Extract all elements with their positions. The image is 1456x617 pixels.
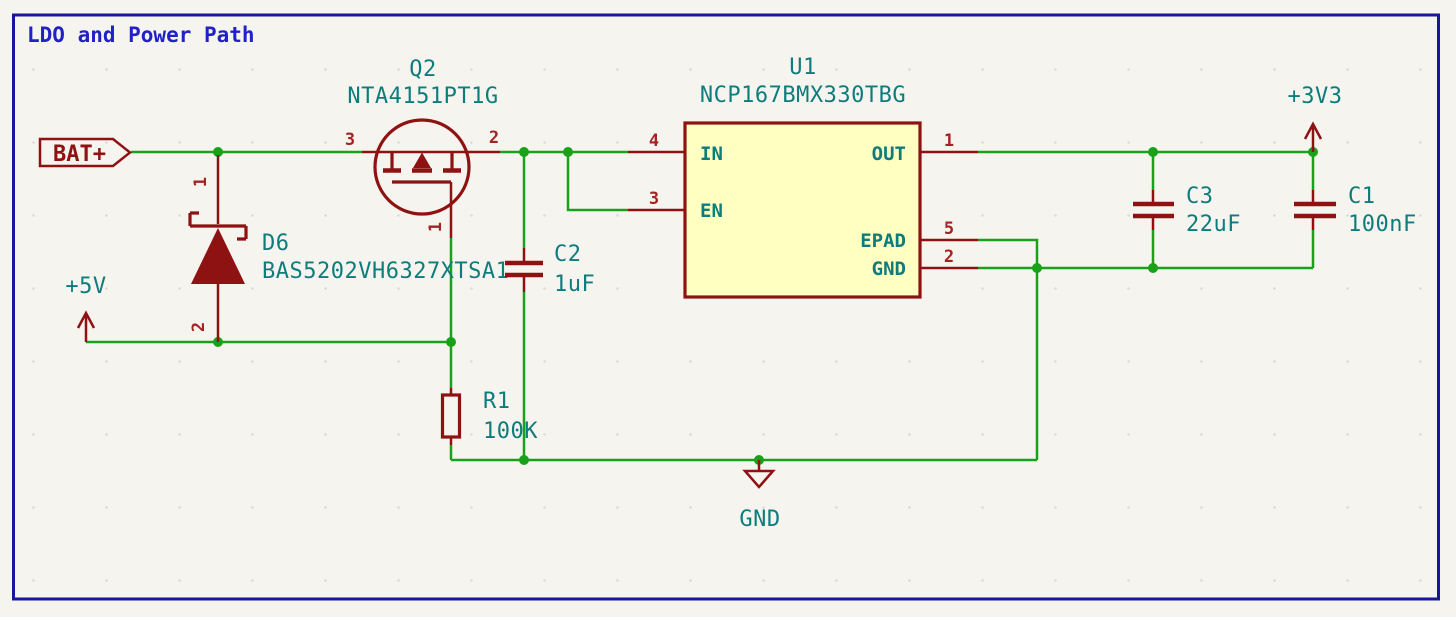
- component-c1[interactable]: C1 100nF: [1294, 184, 1417, 237]
- junction-dot: [563, 147, 573, 157]
- zener-cathode-bar: [188, 211, 248, 241]
- c1-value[interactable]: 100nF: [1348, 212, 1417, 237]
- d6-reference[interactable]: D6: [262, 231, 290, 256]
- component-d6[interactable]: 1 2 D6 BAS5202VH6327XTSA1: [188, 155, 509, 342]
- junctions: [213, 147, 1318, 465]
- power-5v-label: +5V: [65, 274, 106, 299]
- junction-dot: [519, 455, 529, 465]
- component-c2[interactable]: C2 1uF: [505, 242, 595, 297]
- d6-pin1-number: 1: [191, 177, 211, 187]
- u1-pin-gnd-name: GND: [872, 258, 906, 280]
- wire-epad-drop[interactable]: [978, 238, 1039, 460]
- junction-dot: [519, 147, 529, 157]
- q2-reference[interactable]: Q2: [409, 57, 437, 82]
- c2-value[interactable]: 1uF: [554, 272, 595, 297]
- power-symbol-3v3[interactable]: +3V3: [1288, 84, 1343, 152]
- r1-reference[interactable]: R1: [483, 389, 511, 414]
- component-c3[interactable]: C3 22uF: [1133, 184, 1241, 237]
- c3-value[interactable]: 22uF: [1186, 212, 1241, 237]
- r1-value[interactable]: 100K: [483, 419, 538, 444]
- c2-reference[interactable]: C2: [554, 242, 582, 267]
- q2-pin1-number: 1: [426, 222, 446, 232]
- wire-en-branch[interactable]: [566, 152, 628, 212]
- u1-pin-gnd-number: 2: [944, 247, 954, 267]
- junction-dot: [446, 337, 456, 347]
- r1-body: [440, 393, 462, 439]
- q2-pin3-number: 3: [345, 130, 355, 150]
- u1-pin-epad-name: EPAD: [860, 230, 906, 252]
- diode-triangle: [191, 228, 245, 284]
- gnd-label: GND: [739, 507, 780, 532]
- c1-reference[interactable]: C1: [1348, 184, 1376, 209]
- u1-pin-in-number: 4: [649, 131, 659, 151]
- u1-value[interactable]: NCP167BMX330TBG: [700, 83, 906, 108]
- d6-value[interactable]: BAS5202VH6327XTSA1: [262, 259, 509, 284]
- junction-dot: [1148, 263, 1158, 273]
- power-symbol-5v[interactable]: +5V: [65, 274, 106, 342]
- mosfet-body-diode-arrow: [413, 152, 431, 168]
- component-q2[interactable]: 3 2 1 Q2 NTA4151PT1G: [345, 57, 500, 238]
- power-symbol-gnd[interactable]: GND: [739, 460, 780, 532]
- q2-pin2-number: 2: [489, 128, 499, 148]
- component-r1[interactable]: R1 100K: [440, 388, 539, 445]
- hier-label-bat[interactable]: BAT+: [38, 137, 133, 168]
- component-u1[interactable]: 4 3 1 5 2 IN EN OUT EPAD GND U1 NCP167BM…: [628, 55, 978, 299]
- u1-reference[interactable]: U1: [789, 55, 817, 80]
- mosfet-body-circle: [373, 118, 471, 216]
- u1-pin-in-name: IN: [700, 143, 723, 165]
- sheet-title: LDO and Power Path: [27, 23, 255, 47]
- junction-dot: [1148, 147, 1158, 157]
- u1-pin-epad-number: 5: [944, 219, 954, 239]
- u1-pin-out-number: 1: [944, 131, 954, 151]
- c3-reference[interactable]: C3: [1186, 184, 1214, 209]
- junction-dot: [1032, 263, 1042, 273]
- power-arrow-head: [76, 310, 96, 329]
- u1-body: [683, 121, 922, 299]
- gnd-triangle: [742, 469, 776, 489]
- sheet-border: [12, 13, 1440, 601]
- power-arrow-head: [1303, 121, 1323, 140]
- power-3v3-label: +3V3: [1288, 84, 1343, 109]
- q2-value[interactable]: NTA4151PT1G: [347, 84, 498, 109]
- u1-pin-en-number: 3: [649, 189, 659, 209]
- hier-label-shape: [38, 137, 133, 168]
- hier-label-text: BAT+: [53, 142, 106, 167]
- junction-dot: [213, 147, 223, 157]
- d6-pin2-number: 2: [189, 322, 209, 332]
- u1-pin-out-name: OUT: [872, 143, 906, 165]
- u1-pin-en-name: EN: [700, 200, 723, 222]
